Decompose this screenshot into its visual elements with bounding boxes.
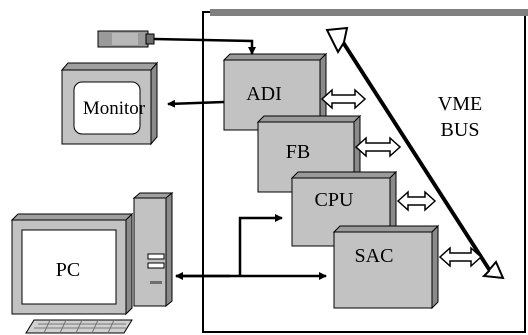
vme-bus-arrow [325,26,505,280]
adi-to-monitor-line [167,99,225,108]
sac-module: SAC [332,224,440,310]
camera-to-adi-line [153,37,256,55]
pc-to-cpu-line [238,214,283,276]
adi-label: ADI [246,83,282,105]
cpu-bus-connector [396,190,437,212]
camera-icon [97,30,155,48]
pc-label: PC [56,259,80,281]
sac-bus-connector [438,246,483,268]
bus-label-line1: VME [438,93,482,115]
pc-tower-icon [132,191,174,308]
adi-bus-connector [320,88,367,110]
monitor-label: Monitor [83,98,146,119]
sac-label: SAC [355,245,394,267]
keyboard-icon [25,319,133,334]
pc-monitor-icon: PC [10,212,134,316]
cpu-label: CPU [315,189,354,211]
bus-label-line2: BUS [441,119,480,141]
fb-bus-connector [354,136,402,158]
fb-label: FB [286,141,310,163]
monitor-icon: Monitor [60,61,159,146]
